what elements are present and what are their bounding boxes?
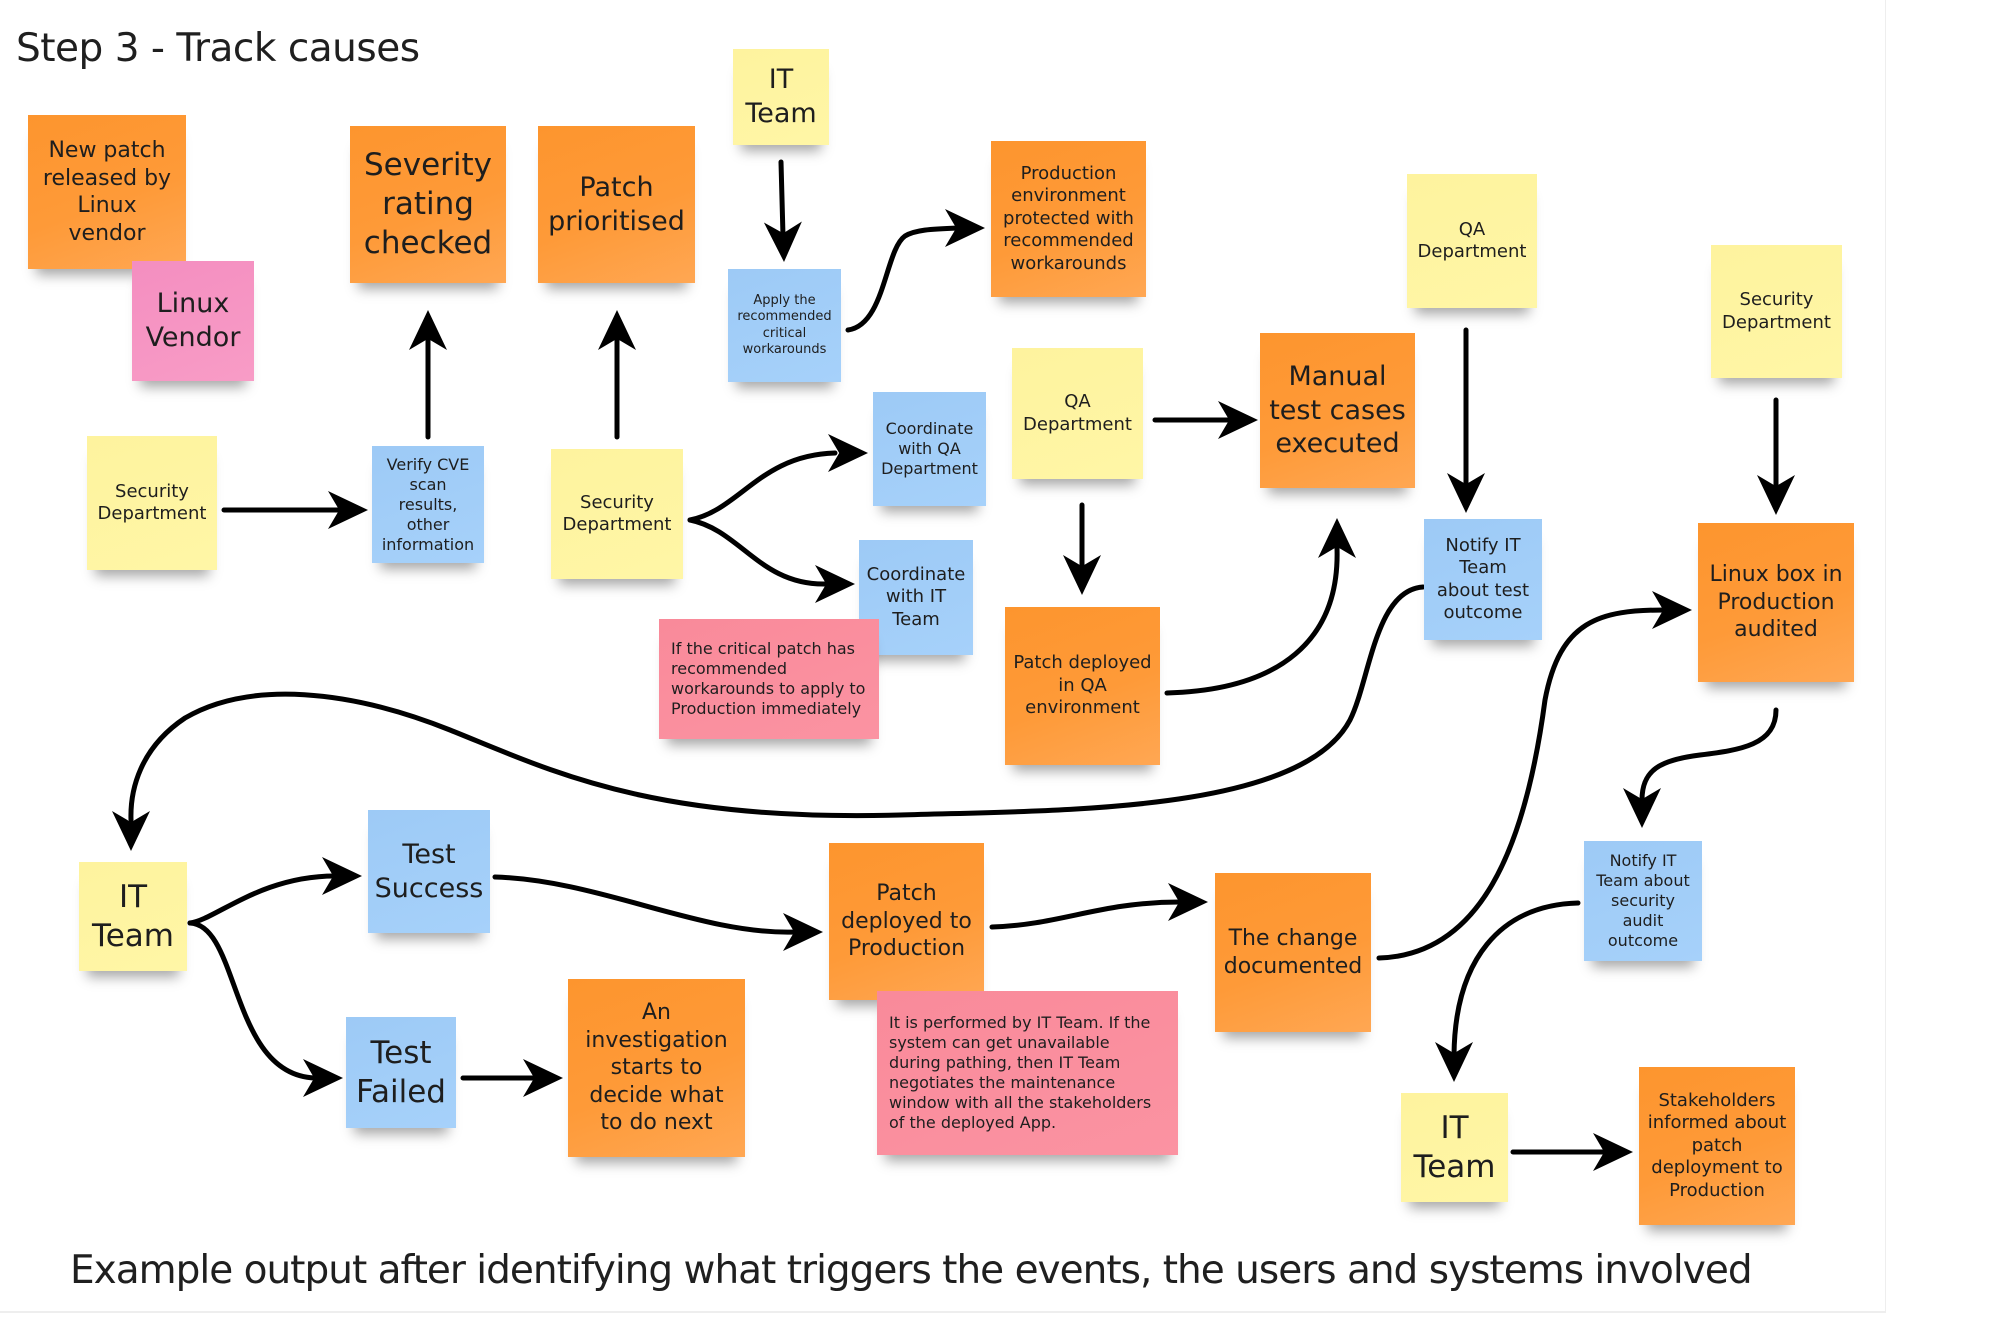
hotspot-note-it-team[interactable]: It is performed by IT Team. If the syste…: [877, 991, 1178, 1155]
note-text: QA Department: [1023, 391, 1132, 435]
actor-security-department-mid[interactable]: Security Department: [551, 449, 683, 579]
note-text: Coordinate with IT Team: [866, 563, 966, 630]
event-patch-deployed-production[interactable]: Patch deployed to Production: [829, 843, 984, 1000]
actor-it-team-top[interactable]: IT Team: [733, 49, 829, 145]
page-title: Step 3 - Track causes: [16, 26, 420, 71]
actor-qa-department-mid[interactable]: QA Department: [1012, 348, 1143, 479]
actor-it-team-right[interactable]: IT Team: [1401, 1093, 1508, 1202]
event-patch-deployed-qa[interactable]: Patch deployed in QA environment: [1005, 607, 1160, 765]
note-text: QA Department: [1417, 218, 1527, 263]
note-text: Notify IT Team about security audit outc…: [1596, 851, 1690, 950]
event-linux-box-audited[interactable]: Linux box in Production audited: [1698, 523, 1854, 682]
event-stakeholders-informed[interactable]: Stakeholders informed about patch deploy…: [1639, 1067, 1795, 1225]
note-text: Apply the recommended critical workaroun…: [737, 293, 832, 357]
actor-security-department-right[interactable]: Security Department: [1711, 245, 1842, 378]
actor-security-department-left[interactable]: Security Department: [87, 436, 217, 570]
command-verify-cve[interactable]: Verify CVE scan results, other informati…: [372, 446, 484, 563]
note-text: IT Team: [92, 878, 174, 954]
note-text: Security Department: [1722, 289, 1831, 333]
note-text: Patch deployed in QA environment: [1013, 652, 1152, 719]
note-text: Patch prioritised: [548, 171, 685, 237]
command-test-failed[interactable]: Test Failed: [346, 1017, 456, 1128]
note-text: Test Failed: [356, 1034, 446, 1110]
event-production-protected[interactable]: Production environment protected with re…: [991, 141, 1146, 297]
note-text: Manual test cases executed: [1269, 360, 1406, 460]
event-change-documented[interactable]: The change documented: [1215, 873, 1371, 1032]
external-system-linux-vendor[interactable]: Linux Vendor: [132, 261, 254, 381]
note-text: The change documented: [1223, 926, 1363, 979]
note-text: If the critical patch has recommended wo…: [671, 639, 866, 718]
note-text: Notify IT Team about test outcome: [1436, 534, 1530, 624]
actor-it-team-left[interactable]: IT Team: [79, 862, 187, 971]
command-coordinate-qa[interactable]: Coordinate with QA Department: [873, 392, 986, 506]
command-test-success[interactable]: Test Success: [368, 810, 490, 933]
note-text: Stakeholders informed about patch deploy…: [1647, 1089, 1787, 1201]
note-text: It is performed by IT Team. If the syste…: [889, 1013, 1152, 1132]
actor-qa-department-top[interactable]: QA Department: [1407, 174, 1537, 308]
note-text: Verify CVE scan results, other informati…: [381, 454, 475, 554]
note-text: Production environment protected with re…: [1003, 162, 1134, 274]
note-text: Security Department: [562, 491, 672, 536]
event-severity-checked[interactable]: Severity rating checked: [350, 126, 506, 283]
command-notify-test-outcome[interactable]: Notify IT Team about test outcome: [1424, 519, 1542, 640]
note-text: Test Success: [374, 838, 484, 904]
note-text: Coordinate with QA Department: [881, 419, 978, 478]
note-text: Linux box in Production audited: [1709, 562, 1843, 643]
note-text: Severity rating checked: [363, 147, 493, 261]
note-text: An investigation starts to decide what t…: [585, 1000, 728, 1136]
command-notify-audit-outcome[interactable]: Notify IT Team about security audit outc…: [1584, 841, 1702, 961]
note-text: Security Department: [97, 480, 207, 525]
note-text: New patch released by Linux vendor: [42, 138, 172, 246]
board-frame: [0, 0, 1886, 1313]
note-text: IT Team: [1413, 1109, 1496, 1185]
event-manual-tests-executed[interactable]: Manual test cases executed: [1260, 333, 1415, 488]
hotspot-note-critical-patch[interactable]: If the critical patch has recommended wo…: [659, 619, 879, 739]
event-investigation-started[interactable]: An investigation starts to decide what t…: [568, 979, 745, 1157]
note-text: Linux Vendor: [145, 288, 241, 353]
figure-caption: Example output after identifying what tr…: [70, 1248, 1753, 1293]
note-text: Patch deployed to Production: [841, 881, 972, 962]
event-new-patch[interactable]: New patch released by Linux vendor: [28, 115, 186, 269]
note-text: IT Team: [745, 64, 817, 129]
event-patch-prioritised[interactable]: Patch prioritised: [538, 126, 695, 283]
command-apply-workarounds[interactable]: Apply the recommended critical workaroun…: [728, 269, 841, 382]
